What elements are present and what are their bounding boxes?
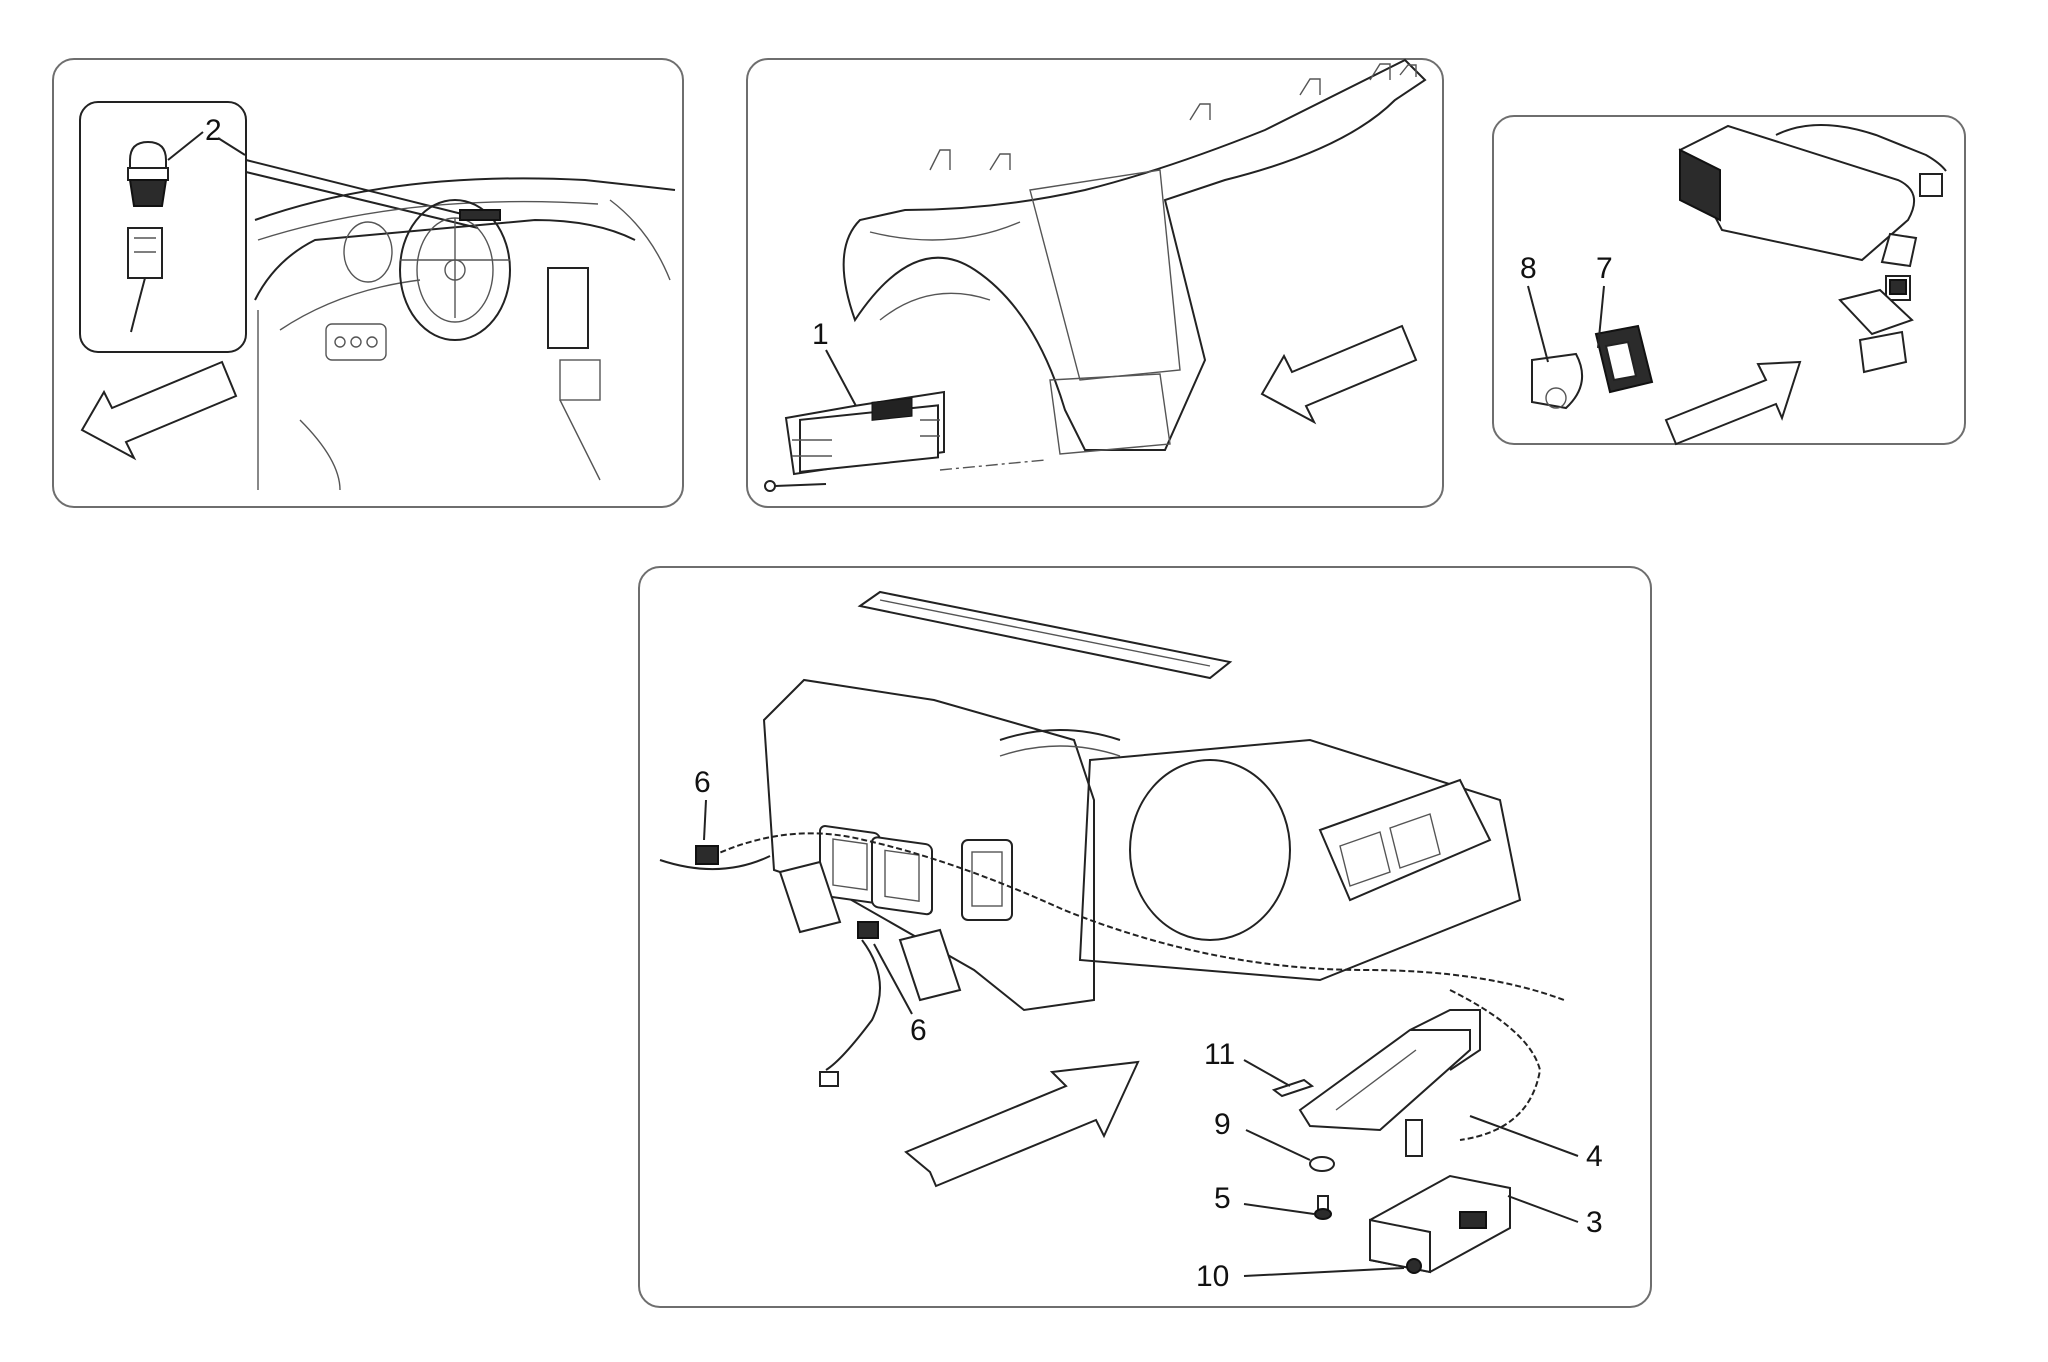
dashboard-center-console [842,58,1427,455]
callout-2: 2 [205,114,222,147]
callout-7: 7 [1596,252,1613,285]
panel-dashboard-view [52,58,684,508]
callout-1: 1 [812,318,829,351]
callout-9: 9 [1214,1108,1231,1141]
callout-10: 10 [1196,1260,1229,1293]
callout-5: 5 [1214,1182,1231,1215]
callout-6-upper: 6 [694,766,711,799]
callout-4: 4 [1586,1140,1603,1173]
callout-8: 8 [1520,252,1537,285]
callout-3: 3 [1586,1206,1603,1239]
callout-6-lower: 6 [910,1014,927,1047]
hvac-unit-illustration [659,590,1565,1274]
dashboard-illustration [79,101,676,491]
switch-assembly-illustration [1531,124,1947,410]
callout-11: 11 [1204,1038,1235,1071]
climate-control-panel [764,390,1046,492]
